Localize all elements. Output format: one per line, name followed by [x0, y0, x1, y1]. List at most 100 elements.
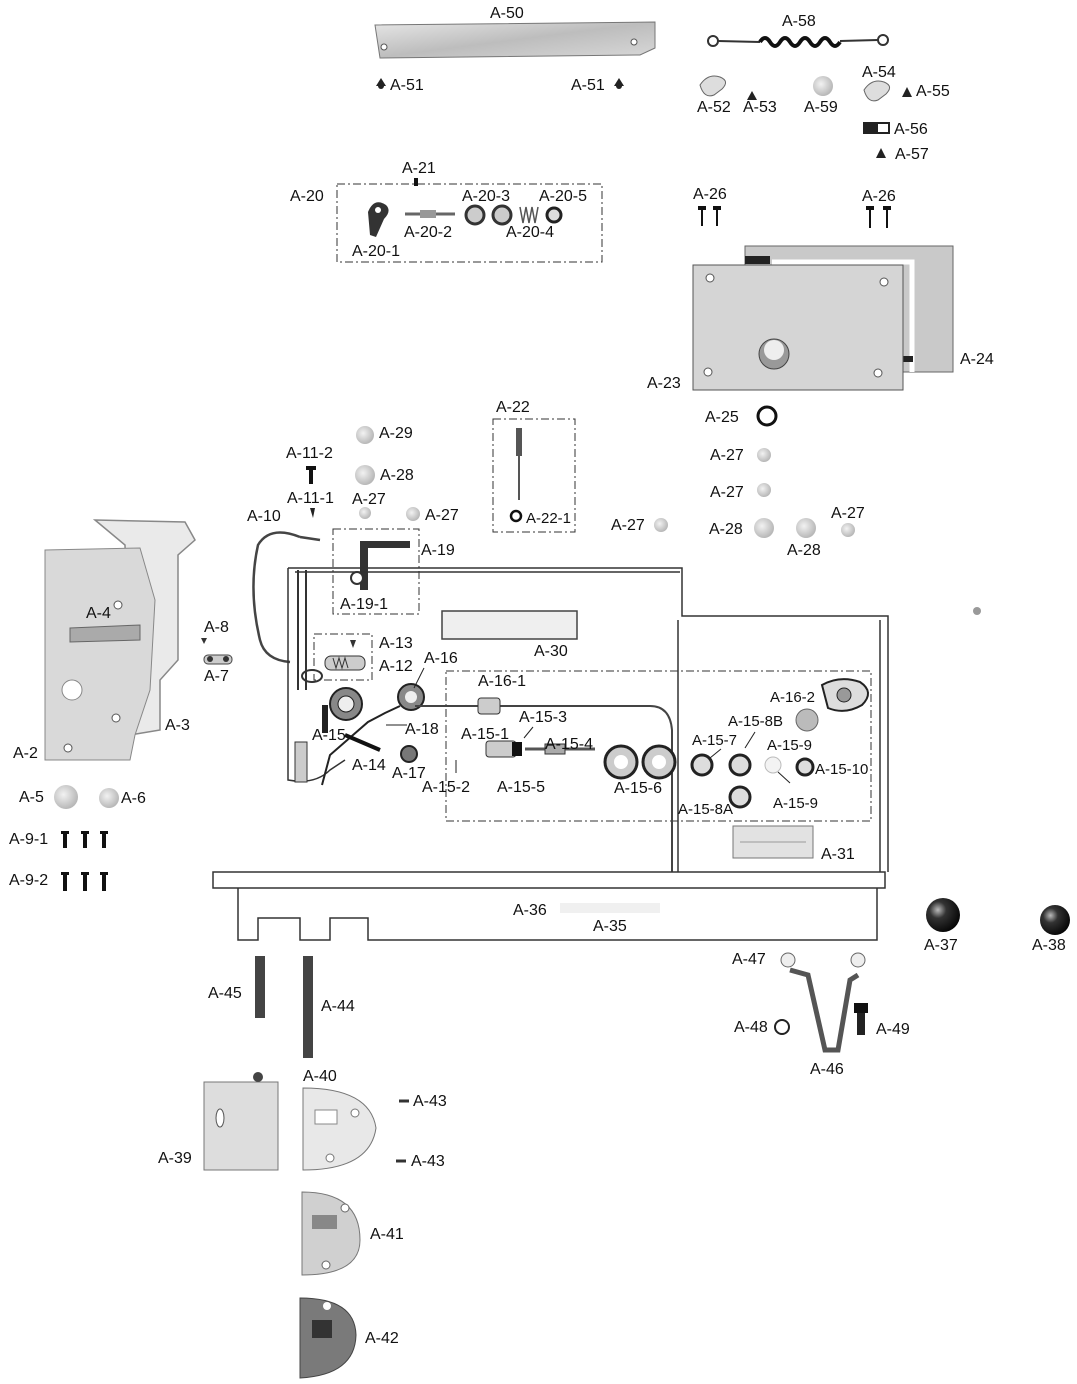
label-a-51: A-51	[390, 77, 424, 94]
label-a-29: A-29	[379, 425, 413, 442]
label-a-19: A-19	[421, 542, 455, 559]
label-a-39: A-39	[158, 1150, 192, 1167]
label-a-31: A-31	[821, 846, 855, 863]
label-a-19-1: A-19-1	[340, 596, 389, 613]
part-a15-8b-washer	[728, 753, 752, 777]
part-a14-rod	[344, 733, 381, 752]
part-a45-rod	[255, 956, 265, 1018]
part-a40-needle-plate	[302, 1087, 377, 1171]
part-a15-tension-dial	[329, 687, 363, 721]
label-a-43: A-43	[411, 1153, 445, 1170]
label-a-18: A-18	[405, 721, 439, 738]
label-a-54: A-54	[862, 64, 896, 81]
label-a-7: A-7	[204, 668, 229, 685]
part-a11-2-screw	[306, 466, 316, 484]
part-a16-2-plate	[820, 678, 869, 712]
label-a-23: A-23	[647, 375, 681, 392]
label-a-16-1: A-16-1	[478, 673, 527, 690]
label-a-15-3: A-15-3	[519, 709, 568, 726]
part-a15-4-stud	[525, 743, 595, 755]
part-a27-washer	[757, 483, 771, 497]
label-a-15-1: A-15-1	[461, 726, 510, 743]
label-a-36: A-36	[513, 902, 547, 919]
part-a56-bracket	[863, 122, 890, 134]
label-a-40: A-40	[303, 1068, 337, 1085]
label-a-46: A-46	[810, 1061, 844, 1078]
part-a17-nut	[400, 745, 418, 763]
part-a12-tension	[324, 655, 366, 671]
part-a39-slide-plate	[203, 1072, 279, 1171]
part-a30-slot-cover	[441, 610, 578, 640]
part-a27-washer	[406, 507, 420, 521]
label-a-22: A-22	[496, 399, 530, 416]
part-a15-6-disc-b-hole	[652, 755, 666, 769]
label-a-9-2: A-9-2	[9, 872, 49, 889]
label-a-20-4: A-20-4	[506, 224, 555, 241]
part-a20-2-pin	[405, 210, 455, 218]
part-a54-clip	[863, 80, 890, 102]
label-a-37: A-37	[924, 937, 958, 954]
part-a2-face-plate	[44, 547, 156, 761]
part-a10-wire-guard	[252, 531, 301, 664]
label-a-42: A-42	[365, 1330, 399, 1347]
label-a-56: A-56	[894, 121, 928, 138]
part-a36-label	[560, 903, 660, 913]
label-a-27: A-27	[611, 517, 645, 534]
label-a-27: A-27	[425, 507, 459, 524]
part-a23-side-cover	[692, 264, 904, 391]
label-a-15: A-15	[312, 727, 346, 744]
label-a-15-7: A-15-7	[692, 732, 738, 749]
label-a-25: A-25	[705, 409, 739, 426]
part-a15-7-washer	[690, 753, 714, 777]
label-a-4: A-4	[86, 605, 111, 622]
label-a-28: A-28	[709, 521, 743, 538]
label-a-3: A-3	[165, 717, 190, 734]
label-a-15-5: A-15-5	[497, 779, 546, 796]
part-presser-rods	[294, 570, 328, 783]
part-a27-washer	[654, 518, 668, 532]
label-a-2: A-2	[13, 745, 38, 762]
part-a37-knob	[926, 898, 960, 932]
part-a8-screw	[201, 638, 207, 644]
part-a26-screws-left	[698, 206, 721, 226]
part-a28-washer	[796, 518, 816, 538]
part-a28-washer	[355, 465, 375, 485]
part-a15-10-nut	[795, 757, 815, 777]
part-machine-arm	[287, 567, 889, 872]
label-a-16-2: A-16-2	[770, 689, 816, 706]
label-a-20-3: A-20-3	[462, 188, 511, 205]
label-a-20-5: A-20-5	[539, 188, 588, 205]
part-a20-3-disc	[464, 204, 486, 226]
label-a-15-2: A-15-2	[422, 779, 471, 796]
label-a-55: A-55	[916, 83, 950, 100]
label-a-41: A-41	[370, 1226, 404, 1243]
part-a49-bolt	[854, 1003, 868, 1035]
part-a41-needle-plate	[301, 1191, 361, 1276]
leader-lines	[386, 667, 791, 784]
label-a-14: A-14	[352, 757, 386, 774]
label-a-27: A-27	[710, 484, 744, 501]
part-a26-screws-right	[866, 206, 891, 228]
label-a-49: A-49	[876, 1021, 910, 1038]
label-a-20: A-20	[290, 188, 324, 205]
label-a-27: A-27	[831, 505, 865, 522]
part-a15-9-washer	[764, 756, 782, 774]
part-a35-bed	[212, 871, 886, 941]
part-a51-screws	[376, 78, 624, 89]
label-a-47: A-47	[732, 951, 766, 968]
label-a-50: A-50	[490, 5, 524, 22]
group-a15-box	[445, 670, 872, 822]
label-a-48: A-48	[734, 1019, 768, 1036]
part-a13-screw	[350, 640, 356, 648]
label-a-27: A-27	[352, 491, 386, 508]
part-a20-1-lever	[368, 202, 389, 237]
label-a-57: A-57	[895, 146, 929, 163]
part-a28-washer	[754, 518, 774, 538]
label-a-35: A-35	[593, 918, 627, 935]
label-a-15-9: A-15-9	[773, 795, 819, 812]
label-a-15-10: A-15-10	[815, 761, 869, 778]
part-a46-lift-bracket	[789, 967, 860, 1053]
label-a-11-2: A-11-2	[286, 445, 333, 462]
